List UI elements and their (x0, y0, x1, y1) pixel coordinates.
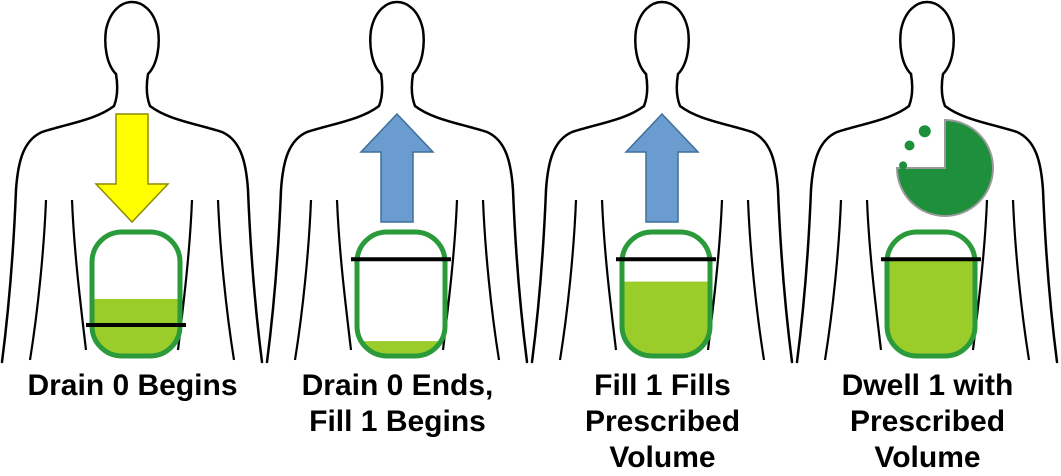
panel-3 (532, 2, 792, 362)
dialysate-fluid (887, 259, 975, 356)
drain-arrow-icon (96, 114, 168, 222)
arm-line-left (560, 200, 576, 360)
caption-line: Volume (530, 440, 795, 476)
panel-1 (2, 2, 262, 362)
arm-line-left (825, 200, 841, 360)
abdomen-cavity (357, 232, 445, 356)
arm-line-right (1013, 200, 1029, 360)
panel-4 (797, 2, 1057, 362)
caption-panel-1: Drain 0 Begins (0, 368, 265, 404)
dialysate-fluid (622, 282, 710, 356)
caption-panel-2: Drain 0 Ends, Fill 1 Begins (265, 368, 530, 440)
caption-line: Fill 1 Fills (530, 368, 795, 404)
torso-line-left (867, 200, 881, 350)
fill-arrow-icon (626, 114, 698, 222)
timer-dot (919, 125, 931, 137)
caption-panel-4: Dwell 1 with Prescribed Volume (795, 368, 1060, 476)
dwell-timer-icon (897, 120, 993, 216)
arm-line-right (218, 200, 234, 360)
fill-arrow-icon (361, 114, 433, 222)
caption-line: Prescribed (530, 404, 795, 440)
torso-line-left (602, 200, 616, 350)
caption-line: Drain 0 Begins (0, 368, 265, 404)
arm-line-left (30, 200, 46, 360)
caption-panel-3: Fill 1 Fills Prescribed Volume (530, 368, 795, 476)
torso-line-left (337, 200, 351, 350)
caption-line: Dwell 1 with (795, 368, 1060, 404)
caption-line: Prescribed (795, 404, 1060, 440)
timer-dot (899, 161, 907, 169)
panel-2 (267, 2, 527, 362)
dialysate-fluid (92, 299, 180, 356)
timer-dot (905, 140, 915, 150)
caption-line: Volume (795, 440, 1060, 476)
torso-line-left (72, 200, 86, 350)
arm-line-left (295, 200, 311, 360)
caption-line: Drain 0 Ends, (265, 368, 530, 404)
caption-line: Fill 1 Begins (265, 404, 530, 440)
arm-line-right (748, 200, 764, 360)
arm-line-right (483, 200, 499, 360)
